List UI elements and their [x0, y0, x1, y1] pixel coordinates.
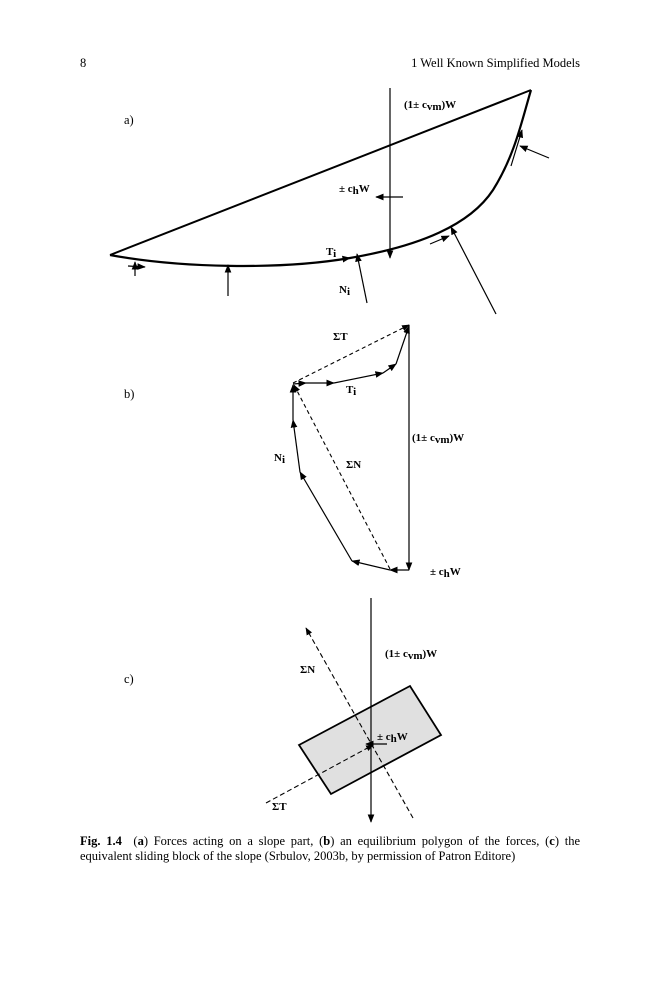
label-a-normal: Ni	[339, 284, 350, 298]
label-c-weight: (1± cvm)W	[385, 648, 437, 662]
page-number: 8	[80, 56, 87, 70]
slope-surface-line	[109, 89, 532, 256]
n-vector-3	[290, 419, 301, 473]
page-header: 8 1 Well Known Simplified Models	[80, 56, 580, 72]
normal-force-arrow-ni	[355, 253, 368, 304]
label-c-horizontal: ± chW	[377, 731, 408, 745]
running-title: 1 Well Known Simplified Models	[411, 56, 580, 70]
label-b-sum-t: ΣT	[333, 331, 348, 343]
label-b-weight: (1± cvm)W	[412, 432, 464, 446]
normal-force-arrow-4	[450, 226, 497, 315]
shear-force-arrow-4	[510, 129, 524, 167]
panel-label-a: a)	[124, 113, 134, 127]
sliding-block-diagram: (1± cvm)W ΣN ± chW ΣT	[265, 598, 443, 823]
shear-force-arrow-1	[127, 263, 146, 270]
panel-label-b: b)	[124, 387, 135, 401]
label-c-sum-n: ΣN	[300, 664, 315, 676]
sum-t-dashed	[292, 324, 410, 384]
label-b-normal: Ni	[274, 452, 285, 466]
n-vector-1	[351, 559, 391, 571]
sum-n-dashed-line	[305, 627, 414, 819]
t-vector-4	[382, 363, 397, 374]
slip-surface-curve	[109, 89, 533, 268]
t-vector-3	[333, 371, 384, 384]
n-vector-2	[299, 471, 353, 562]
label-c-sum-t: ΣT	[272, 801, 287, 813]
figure-caption: Fig. 1.4 (a) Forces acting on a slope pa…	[80, 834, 581, 863]
caption-figure-label: Fig. 1.4	[80, 834, 122, 848]
panel-label-c: c)	[124, 672, 134, 686]
t-vector-1	[292, 380, 307, 387]
sum-t-dashed-line	[265, 744, 374, 804]
sum-n-dashed	[293, 384, 391, 570]
shear-force-arrow-ti	[329, 255, 351, 263]
sliding-block	[297, 684, 443, 796]
label-a-horizontal: ± chW	[339, 183, 370, 197]
normal-force-arrow-5	[519, 145, 550, 159]
t-vector-5	[395, 325, 410, 365]
slope-part-diagram: (1± cvm)W ± chW Ti Ni	[109, 88, 550, 315]
label-b-sum-n: ΣN	[346, 459, 361, 471]
label-a-weight: (1± cvm)W	[404, 99, 456, 113]
shear-force-arrow-3	[429, 235, 450, 245]
label-b-horizontal: ± chW	[430, 566, 461, 580]
equilibrium-polygon-diagram: ΣT Ti (1± cvm)W Ni ΣN ± chW	[274, 324, 464, 580]
label-a-shear: Ti	[326, 246, 336, 260]
label-b-shear: Ti	[346, 384, 356, 398]
